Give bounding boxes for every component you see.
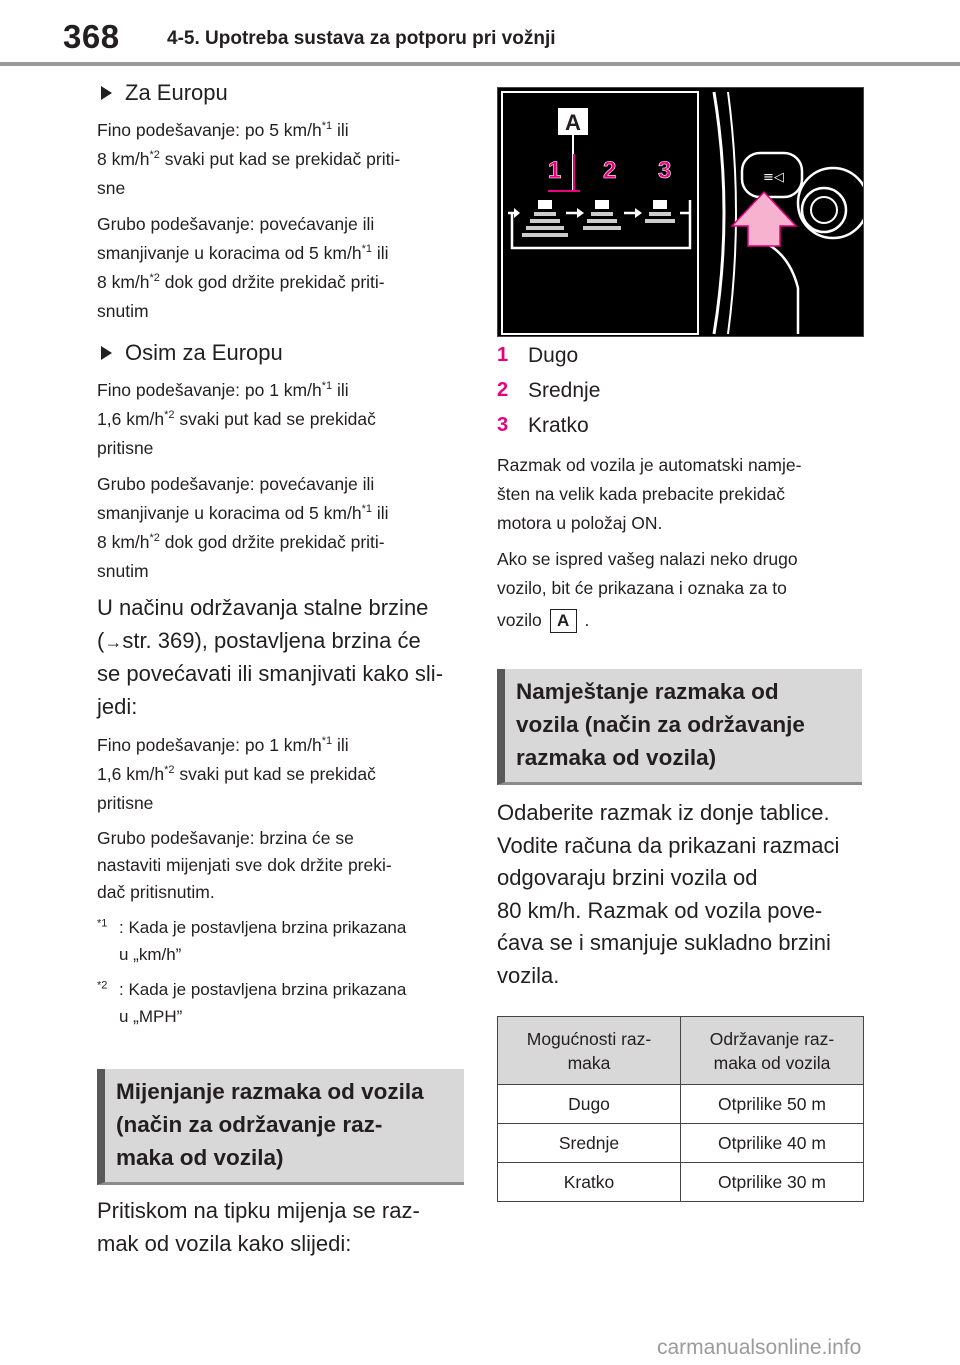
table-header-row: Mogućnosti raz-maka Održavanje raz-maka … (497, 1016, 864, 1085)
distance-long-icon (522, 200, 568, 237)
press-text: Pritiskom na tipku mijenja se raz- mak o… (97, 1198, 420, 1256)
callout-a (558, 108, 588, 135)
constant-coarse-text: Grubo podešavanje: brzina će se nastavit… (97, 828, 392, 902)
distance-table: Mogućnosti raz-maka Održavanje raz-maka … (497, 1016, 864, 1202)
constant-speed-text: U načinu održavanja stalne brzine (→str.… (97, 595, 444, 719)
auto-distance-text: Razmak od vozila je automatski namje- št… (497, 455, 802, 533)
distance-switch-illustration: ≡◁ A 1 2 3 (497, 87, 864, 337)
svg-text:≡◁: ≡◁ (763, 170, 784, 185)
svg-text:A: A (565, 110, 581, 135)
step-number-1: 1 (548, 157, 561, 184)
watermark: carmanualsonline.info (657, 1336, 862, 1359)
step-number-2: 2 (603, 157, 616, 184)
europe-heading: Za Europu (97, 80, 467, 106)
table-row: Srednje Otprilike 40 m (497, 1123, 864, 1163)
left-column: Za Europu Fino podešavanje: po 5 km/h*1 … (97, 78, 467, 1260)
distance-medium-icon (583, 200, 621, 230)
table-row: Kratko Otprilike 30 m (497, 1162, 864, 1202)
page-number: 368 (63, 18, 120, 55)
europe-coarse-text: Grubo podešavanje: povećavanje ili smanj… (97, 214, 389, 321)
heading-change-distance: Mijenjanje razmaka od vozila (način za o… (97, 1069, 464, 1185)
press-arrow-icon (730, 190, 798, 247)
callout-a-inline: A (549, 609, 577, 634)
footnote-2: *2 : Kada je postavljena brzina prikazan… (97, 979, 407, 1026)
triangle-bullet-icon (101, 86, 112, 100)
constant-fine-text: Fino podešavanje: po 1 km/h*1 ili 1,6 km… (97, 735, 376, 813)
header-divider (0, 62, 960, 66)
arrow-right-icon (635, 208, 642, 218)
other-heading: Osim za Europu (97, 340, 467, 366)
europe-fine-text: Fino podešavanje: po 5 km/h*1 ili 8 km/h… (97, 120, 401, 198)
arrow-right-icon (577, 208, 584, 218)
vehicle-ahead-text: Ako se ispred vašeg nalazi neko drugo vo… (497, 545, 867, 635)
triangle-bullet-icon (101, 346, 112, 360)
heading-set-distance: Namještanje razmaka od vozila (način za … (497, 669, 862, 785)
footnote-1: *1 : Kada je postavljena brzina prikazan… (97, 917, 407, 964)
distance-switch (740, 151, 804, 199)
other-fine-text: Fino podešavanje: po 1 km/h*1 ili 1,6 km… (97, 380, 376, 458)
choose-distance-text: Odaberite razmak iz donje tablice. Vodit… (497, 800, 840, 988)
column-header: Mogućnosti raz-maka (497, 1016, 681, 1085)
page-link[interactable]: str. 369), postavljena brzina će (122, 627, 421, 653)
table-row: Dugo Otprilike 50 m (497, 1084, 864, 1124)
arrow-right-icon: → (104, 631, 123, 652)
page-header: 368 4-5. Upotreba sustava za potporu pri… (0, 0, 960, 70)
column-header: Održavanje raz-maka od vozila (680, 1016, 864, 1085)
step-number-3: 3 (658, 157, 671, 184)
other-coarse-text: Grubo podešavanje: povećavanje ili smanj… (97, 474, 389, 581)
distance-short-icon (645, 200, 675, 223)
section-title: 4-5. Upotreba sustava za potporu pri vož… (167, 28, 556, 49)
